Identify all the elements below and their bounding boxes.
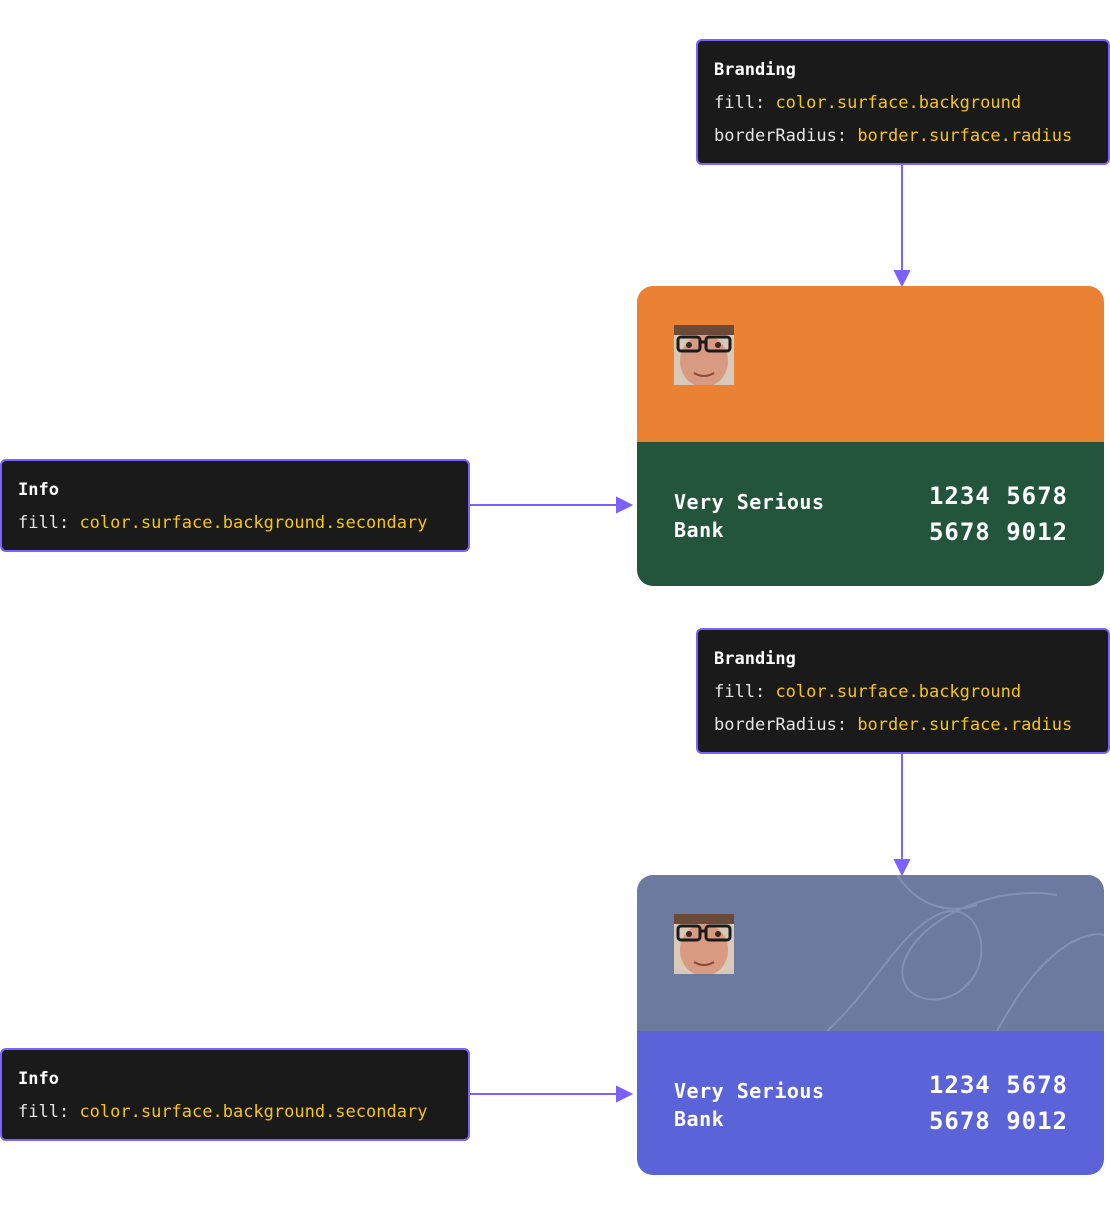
fill-property: fill: color.surface.background.secondary (18, 513, 452, 546)
info-1-arrowhead (616, 496, 634, 514)
info-annotation-1: Info fill: color.surface.background.seco… (0, 459, 470, 552)
branding-2-arrowhead (893, 859, 911, 877)
card-number-line: 1234 5678 (928, 482, 1068, 510)
swirl-pattern (826, 875, 1104, 1031)
card-number: 1234 5678 5678 9012 (929, 1067, 1068, 1139)
card-info-section: Very Serious Bank 1234 5678 5678 9012 (637, 442, 1104, 586)
card-branding-section (637, 286, 1104, 442)
property-key: borderRadius: (714, 126, 848, 146)
property-key: fill: (18, 1102, 70, 1122)
card-info-section: Very Serious Bank 1234 5678 5678 9012 (637, 1031, 1104, 1175)
info-annotation-2: Info fill: color.surface.background.seco… (0, 1048, 470, 1141)
card-number-line: 5678 9012 (928, 1107, 1068, 1135)
bank-card-2: Very Serious Bank 1234 5678 5678 9012 (637, 875, 1104, 1175)
fill-property: fill: color.surface.background.secondary (18, 1102, 452, 1135)
property-value: border.surface.radius (857, 126, 1073, 146)
radius-property: borderRadius: border.surface.radius (714, 126, 1092, 159)
fill-property: fill: color.surface.background (714, 93, 1092, 126)
bank-name: Very Serious Bank (674, 1079, 825, 1131)
card-branding-section (637, 875, 1104, 1031)
property-value: border.surface.radius (857, 715, 1073, 735)
property-value: color.surface.background.secondary (79, 1102, 428, 1122)
card-number: 1234 5678 5678 9012 (929, 478, 1068, 550)
fill-property: fill: color.surface.background (714, 682, 1092, 715)
branding-annotation-2: Branding fill: color.surface.background … (696, 628, 1110, 754)
property-key: borderRadius: (714, 715, 848, 735)
property-key: fill: (714, 682, 766, 702)
annotation-title: Branding (714, 60, 796, 80)
person-photo-icon (674, 325, 734, 385)
branding-annotation-1: Branding fill: color.surface.background … (696, 39, 1110, 165)
property-key: fill: (18, 513, 70, 533)
annotation-title: Branding (714, 649, 796, 669)
property-value: color.surface.background.secondary (79, 513, 428, 533)
annotation-title: Info (18, 1069, 59, 1089)
bank-name: Very Serious Bank (674, 490, 825, 542)
property-value: color.surface.background (775, 93, 1022, 113)
card-number-line: 5678 9012 (928, 518, 1068, 546)
annotation-title: Info (18, 480, 59, 500)
bank-card-1: Very Serious Bank 1234 5678 5678 9012 (637, 286, 1104, 586)
property-value: color.surface.background (775, 682, 1022, 702)
info-2-arrowhead (616, 1085, 634, 1103)
property-key: fill: (714, 93, 766, 113)
person-photo-icon (674, 914, 734, 974)
branding-1-arrowhead (893, 270, 911, 288)
card-number-line: 1234 5678 (928, 1071, 1068, 1099)
radius-property: borderRadius: border.surface.radius (714, 715, 1092, 748)
